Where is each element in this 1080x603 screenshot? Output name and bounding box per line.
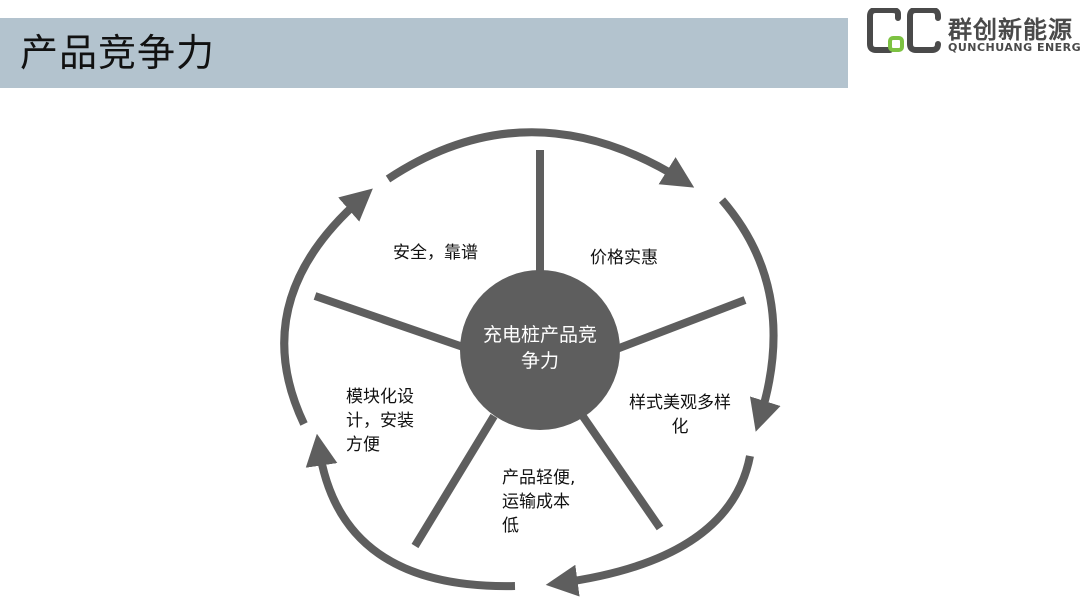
cycle-arrow-top (385, 128, 695, 188)
factor-price: 价格实惠 (590, 246, 658, 270)
factor-line: 安全，靠谱 (393, 243, 478, 263)
title-bar: 产品竞争力 (0, 18, 848, 88)
spoke-right (612, 296, 747, 354)
factor-line: 样式美观多样 (629, 393, 731, 413)
center-circle (460, 270, 620, 430)
factor-line: 运输成本 (502, 492, 570, 512)
factor-modular: 模块化设 计，安装 方便 (346, 385, 414, 457)
company-logo: 群创新能源 QUNCHUANG ENERGY (866, 8, 1080, 60)
center-label-line: 争力 (520, 350, 559, 372)
factor-line: 计，安装 (346, 411, 414, 431)
spoke-left (313, 292, 468, 352)
factor-style: 样式美观多样 化 (620, 391, 740, 439)
logo-name-cn: 群创新能源 (948, 16, 1073, 44)
cycle-arrow-bottom-left (305, 433, 516, 591)
spoke-bottom-right (578, 412, 664, 531)
factor-line: 化 (671, 417, 689, 437)
slide-title: 产品竞争力 (20, 31, 216, 75)
factor-line: 价格实惠 (590, 248, 658, 268)
factor-line: 模块化设 (346, 387, 414, 407)
factor-line: 产品轻便, (502, 468, 576, 488)
cycle-arrow-bottom-right (545, 455, 754, 597)
center-label: 充电桩产品竞 争力 (464, 322, 616, 374)
cycle-arrow-left (280, 188, 373, 426)
logo-name-en: QUNCHUANG ENERGY (948, 41, 1080, 54)
factor-safety: 安全，靠谱 (393, 241, 478, 265)
qc-logo-icon (867, 8, 941, 53)
spoke-bottom-left (411, 413, 498, 549)
factor-line: 方便 (346, 435, 380, 455)
factor-lightweight: 产品轻便, 运输成本 低 (502, 466, 575, 538)
cycle-arrow-right (718, 197, 781, 432)
factor-line: 低 (502, 516, 519, 536)
center-label-line: 充电桩产品竞 (482, 324, 597, 346)
